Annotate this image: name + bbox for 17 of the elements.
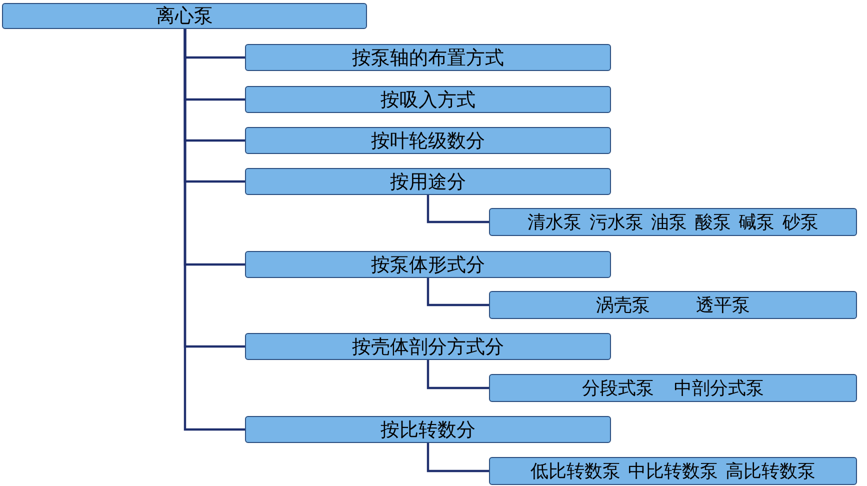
category-box: 按壳体剖分方式分 [245, 333, 611, 360]
connector-line [426, 443, 489, 472]
subtype-box: 清水泵 污水泵 油泵 酸泵 碱泵 砂泵 [489, 208, 857, 236]
connector-line [426, 195, 489, 224]
category-box: 按比转数分 [245, 416, 611, 443]
category-box: 按吸入方式 [245, 86, 611, 113]
connector-line [184, 29, 245, 431]
connector-line [426, 278, 489, 306]
subtype-box: 分段式泵 中剖分式泵 [489, 374, 857, 402]
root-box: 离心泵 [2, 3, 367, 29]
category-box: 按泵轴的布置方式 [245, 44, 611, 71]
connector-line [426, 360, 489, 390]
category-box: 按用途分 [245, 168, 611, 195]
category-box: 按叶轮级数分 [245, 127, 611, 154]
subtype-box: 涡壳泵 透平泵 [489, 291, 857, 319]
category-box: 按泵体形式分 [245, 251, 611, 278]
subtype-box: 低比转数泵 中比转数泵 高比转数泵 [489, 457, 857, 485]
